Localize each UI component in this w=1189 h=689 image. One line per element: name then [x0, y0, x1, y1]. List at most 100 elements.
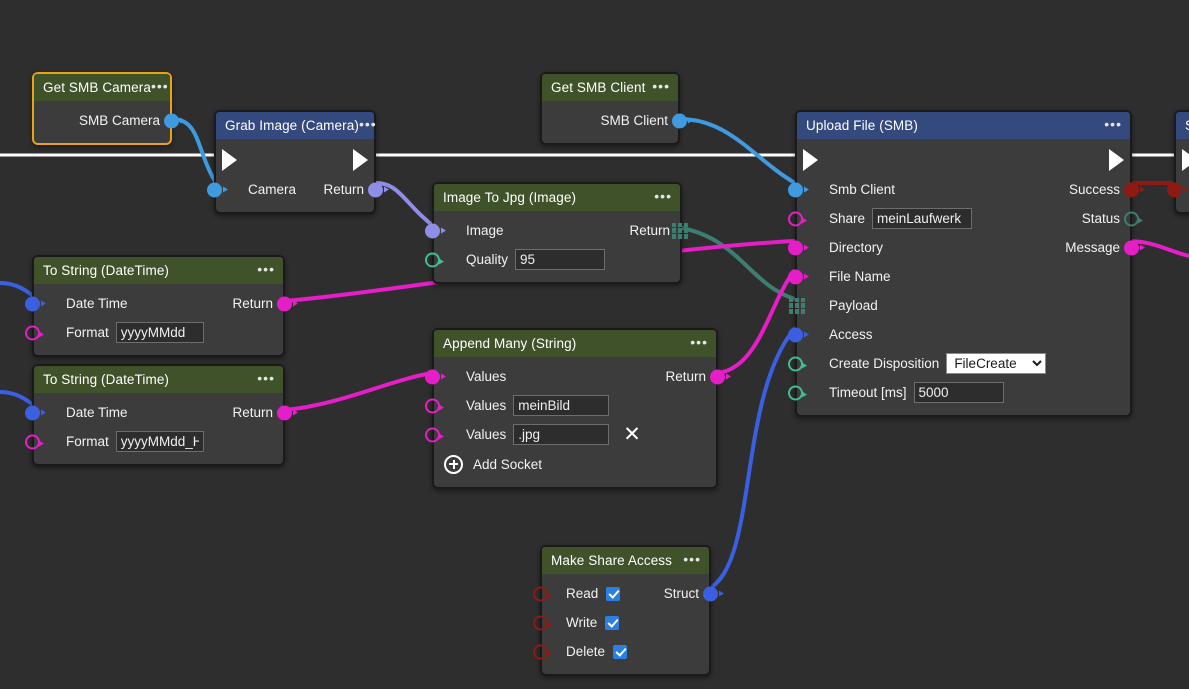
image-input-port[interactable]	[425, 223, 446, 238]
file-name-input-port[interactable]	[788, 269, 809, 284]
share-field[interactable]	[872, 208, 973, 229]
read-input-port[interactable]	[533, 586, 552, 601]
exec-in-icon[interactable]	[1182, 148, 1189, 171]
status-output-port[interactable]	[1124, 211, 1143, 226]
wire-datetime2-to-values	[284, 371, 433, 412]
delete-checkbox[interactable]	[613, 644, 628, 659]
port-label: Quality	[466, 252, 509, 267]
port-label: Create Disposition	[829, 356, 940, 371]
exec-in-icon[interactable]	[222, 148, 237, 171]
node-header[interactable]: Get SMB Camera •••	[34, 74, 170, 101]
node-get-smb-client[interactable]: Get SMB Client ••• SMB Client	[540, 72, 693, 145]
return-output-port[interactable]	[277, 405, 298, 420]
exec-in-icon[interactable]	[803, 148, 818, 171]
port-row-values-1: Values	[425, 391, 716, 420]
read-checkbox[interactable]	[606, 586, 621, 601]
values-input-port-0[interactable]	[425, 369, 446, 384]
delete-input-port[interactable]	[533, 644, 552, 659]
node-body: Camera Return	[207, 139, 389, 212]
node-header[interactable]: Grab Image (Camera) •••	[216, 112, 377, 139]
share-input-port[interactable]	[788, 211, 807, 226]
values-input-port-2[interactable]	[425, 427, 444, 442]
close-x-icon[interactable]: ✕	[623, 422, 641, 446]
node-grab-image-camera[interactable]: Grab Image (Camera) ••• Camera Return	[207, 110, 389, 214]
node-header[interactable]: Get SMB Client •••	[542, 74, 678, 101]
ellipsis-icon[interactable]: •••	[690, 333, 708, 350]
timeout-field[interactable]	[913, 382, 1004, 403]
node-header[interactable]: Append Many (String) •••	[434, 330, 716, 357]
create-disposition-select[interactable]: FileCreate	[946, 353, 1047, 374]
exec-out-icon[interactable]	[1109, 148, 1124, 171]
return-output-port[interactable]	[710, 369, 731, 384]
node-title: Image To Jpg (Image)	[443, 190, 577, 205]
access-input-port[interactable]	[788, 327, 809, 342]
exec-out-icon[interactable]	[353, 148, 368, 171]
node-body: Values Return Values Values ✕ Add Socket	[425, 357, 731, 487]
port-label: Payload	[829, 298, 878, 313]
node-image-to-jpg[interactable]: Image To Jpg (Image) ••• Image Return Qu…	[425, 182, 688, 284]
ellipsis-icon[interactable]: •••	[683, 550, 701, 567]
smb-camera-output-port[interactable]	[164, 113, 185, 128]
camera-input-port[interactable]	[207, 182, 228, 197]
node-make-share-access[interactable]: Make Share Access ••• Read Struct Write …	[533, 545, 724, 676]
return-array-output-port[interactable]	[672, 222, 688, 239]
timeout-input-port[interactable]	[788, 385, 807, 400]
node-offscreen-right[interactable]: S	[1167, 110, 1189, 214]
node-header[interactable]: Image To Jpg (Image) •••	[434, 184, 680, 211]
node-header[interactable]: S	[1176, 112, 1189, 139]
wire-smb-camera-to-camera	[171, 117, 218, 185]
port-label: Values	[466, 398, 507, 413]
ellipsis-icon[interactable]: •••	[150, 77, 169, 94]
ellipsis-icon[interactable]: •••	[1104, 115, 1122, 132]
node-header[interactable]: To String (DateTime) •••	[34, 366, 283, 393]
smb-client-output-port[interactable]	[672, 113, 693, 128]
format-field[interactable]	[115, 322, 204, 343]
port-row-camera: Camera Return	[207, 175, 389, 204]
bool-input-port[interactable]	[1167, 182, 1188, 197]
smb-client-input-port[interactable]	[788, 182, 809, 197]
values-field-1[interactable]	[513, 395, 610, 416]
struct-output-port[interactable]	[703, 586, 724, 601]
node-upload-file-smb[interactable]: Upload File (SMB) ••• Smb Client Success…	[788, 110, 1145, 417]
date-time-input-port[interactable]	[25, 405, 46, 420]
node-to-string-datetime-2[interactable]: To String (DateTime) ••• Date Time Retur…	[25, 364, 298, 466]
ellipsis-icon[interactable]: •••	[257, 260, 275, 277]
node-append-many-string[interactable]: Append Many (String) ••• Values Return V…	[425, 328, 731, 489]
ellipsis-icon[interactable]: •••	[358, 115, 377, 132]
directory-input-port[interactable]	[788, 240, 809, 255]
add-socket-button[interactable]: Add Socket	[434, 449, 716, 479]
node-body: Smb Client Success Share Status Director…	[788, 139, 1145, 415]
return-output-port[interactable]	[277, 296, 298, 311]
node-get-smb-camera[interactable]: Get SMB Camera ••• SMB Camera	[32, 72, 185, 145]
write-input-port[interactable]	[533, 615, 552, 630]
ellipsis-icon[interactable]: •••	[257, 369, 275, 386]
format-input-port[interactable]	[25, 325, 44, 340]
values-field-2[interactable]	[513, 424, 610, 445]
node-header[interactable]: Make Share Access •••	[542, 547, 709, 574]
ellipsis-icon[interactable]: •••	[654, 187, 672, 204]
payload-input-port[interactable]	[789, 297, 805, 314]
quality-input-port[interactable]	[425, 252, 444, 267]
ellipsis-icon[interactable]: •••	[652, 77, 670, 94]
format-input-port[interactable]	[25, 434, 44, 449]
date-time-input-port[interactable]	[25, 296, 46, 311]
port-row-access: Access	[788, 320, 1130, 349]
return-output-port[interactable]	[368, 182, 389, 197]
port-label: Success	[1068, 182, 1120, 197]
values-input-port-1[interactable]	[425, 398, 444, 413]
node-title: To String (DateTime)	[43, 263, 170, 278]
format-field[interactable]	[115, 431, 204, 452]
port-row-payload: Payload	[789, 291, 1130, 320]
port-row-read: Read Struct	[533, 579, 724, 608]
create-disposition-input-port[interactable]	[788, 356, 807, 371]
message-output-port[interactable]	[1124, 240, 1145, 255]
node-header[interactable]: Upload File (SMB) •••	[797, 112, 1130, 139]
node-to-string-datetime-1[interactable]: To String (DateTime) ••• Date Time Retur…	[25, 255, 298, 357]
write-checkbox[interactable]	[605, 615, 620, 630]
quality-field[interactable]	[515, 249, 606, 270]
exec-row	[216, 144, 374, 175]
node-header[interactable]: To String (DateTime) •••	[34, 257, 283, 284]
node-title: S	[1185, 118, 1189, 133]
success-output-port[interactable]	[1124, 182, 1145, 197]
